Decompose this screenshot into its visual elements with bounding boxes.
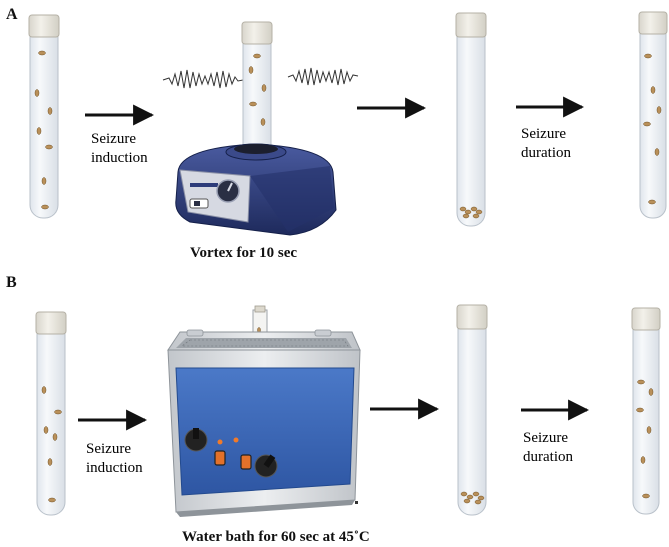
fly-icon: [460, 491, 485, 505]
fly-icon: [41, 386, 62, 503]
fly-icon: [459, 206, 483, 219]
fly-icon: [248, 53, 267, 126]
step-label-line: induction: [91, 150, 148, 166]
test-tube-icon: [631, 307, 661, 515]
test-tube-icon: [28, 14, 60, 219]
test-tube-icon: [35, 311, 67, 516]
water-bath-icon: [167, 305, 361, 517]
step-label-induction: Seizure induction: [86, 441, 143, 476]
panel-a: Seizure induction: [28, 11, 668, 236]
fly-icon: [34, 50, 53, 210]
test-tube-icon: [241, 21, 273, 168]
vortex-mixer-icon: [175, 143, 337, 236]
step-label-induction: Seizure induction: [91, 131, 148, 166]
panel-label-b: B: [6, 274, 17, 291]
small-mark: [355, 501, 358, 504]
step-label-line: Seizure: [86, 441, 131, 457]
step-caption-water-bath: Water bath for 60 sec at 45˚C: [182, 529, 370, 545]
vibration-wave-icon: [287, 67, 359, 86]
vibration-wave-icon: [162, 69, 244, 89]
test-tube-icon: [456, 304, 488, 516]
test-tube-icon: [455, 12, 487, 227]
step-label-line: Seizure: [523, 430, 568, 446]
step-label-line: Seizure: [91, 131, 136, 147]
fly-icon: [636, 379, 654, 499]
test-tube-icon: [638, 11, 668, 219]
step-label-duration: Seizure duration: [521, 126, 571, 161]
panel-b: Seizure induction: [35, 304, 661, 517]
fly-icon: [643, 53, 662, 205]
step-label-duration: Seizure duration: [523, 430, 573, 465]
step-label-line: Seizure: [521, 126, 566, 142]
step-label-line: duration: [523, 449, 573, 465]
panel-label-a: A: [6, 6, 18, 23]
step-label-line: induction: [86, 460, 143, 476]
step-label-line: duration: [521, 145, 571, 161]
step-caption-vortex: Vortex for 10 sec: [190, 245, 298, 261]
